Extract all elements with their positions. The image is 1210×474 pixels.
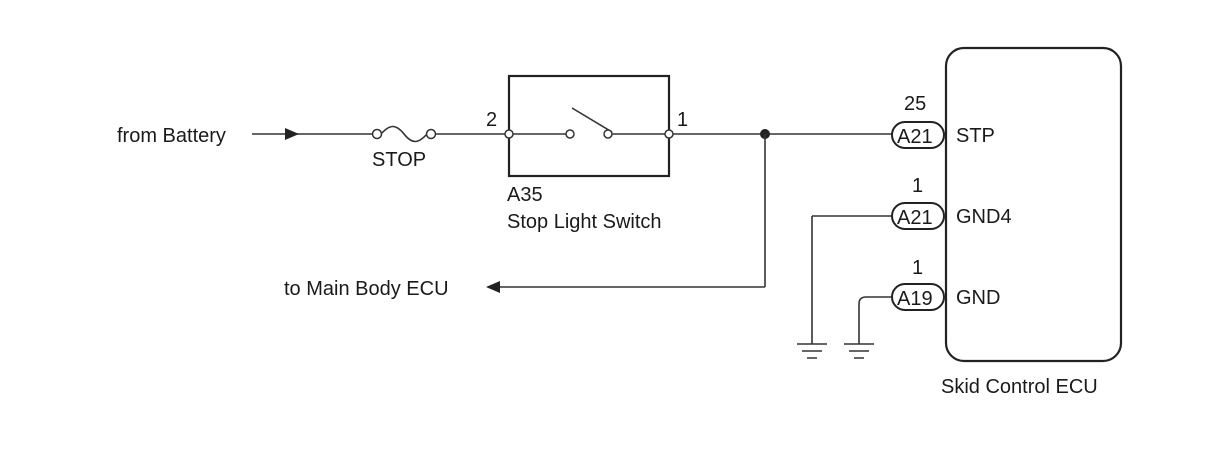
gnd4-connector bbox=[891, 202, 945, 230]
gnd-pin-number: 1 bbox=[912, 257, 923, 279]
stp-connector-code: A21 bbox=[897, 126, 933, 148]
stp-connector bbox=[891, 121, 945, 149]
stop-fuse bbox=[371, 125, 437, 143]
switch-name: Stop Light Switch bbox=[507, 211, 662, 233]
switch-blade-icon bbox=[571, 107, 613, 133]
gnd4-connector-code: A21 bbox=[897, 207, 933, 229]
gnd4-pin-number: 1 bbox=[912, 175, 923, 197]
ground-icon bbox=[844, 343, 874, 359]
switch-pin-1: 1 bbox=[677, 109, 688, 131]
fuse-label: STOP bbox=[372, 149, 426, 171]
gnd-connector bbox=[891, 283, 945, 311]
gnd-wire bbox=[858, 296, 892, 344]
stop-light-switch-box bbox=[507, 74, 671, 178]
switch-contact-right bbox=[603, 129, 613, 139]
to-main-body-ecu-label: to Main Body ECU bbox=[284, 278, 449, 300]
ecu-name: Skid Control ECU bbox=[941, 376, 1098, 398]
main-body-arrow-icon bbox=[486, 281, 500, 293]
switch-terminal-in bbox=[504, 129, 514, 139]
ground-icon bbox=[797, 343, 827, 359]
switch-contact-left bbox=[565, 129, 575, 139]
switch-pin-2: 2 bbox=[486, 109, 497, 131]
from-battery-label: from Battery bbox=[117, 125, 226, 147]
stp-pin-number: 25 bbox=[904, 93, 926, 115]
stp-signal: STP bbox=[956, 125, 995, 147]
skid-control-ecu-box bbox=[944, 46, 1123, 363]
switch-terminal-out bbox=[664, 129, 674, 139]
gnd-signal: GND bbox=[956, 287, 1000, 309]
gnd4-signal: GND4 bbox=[956, 206, 1012, 228]
battery-arrow-icon bbox=[285, 128, 299, 140]
switch-code: A35 bbox=[507, 184, 543, 206]
gnd-connector-code: A19 bbox=[897, 288, 933, 310]
